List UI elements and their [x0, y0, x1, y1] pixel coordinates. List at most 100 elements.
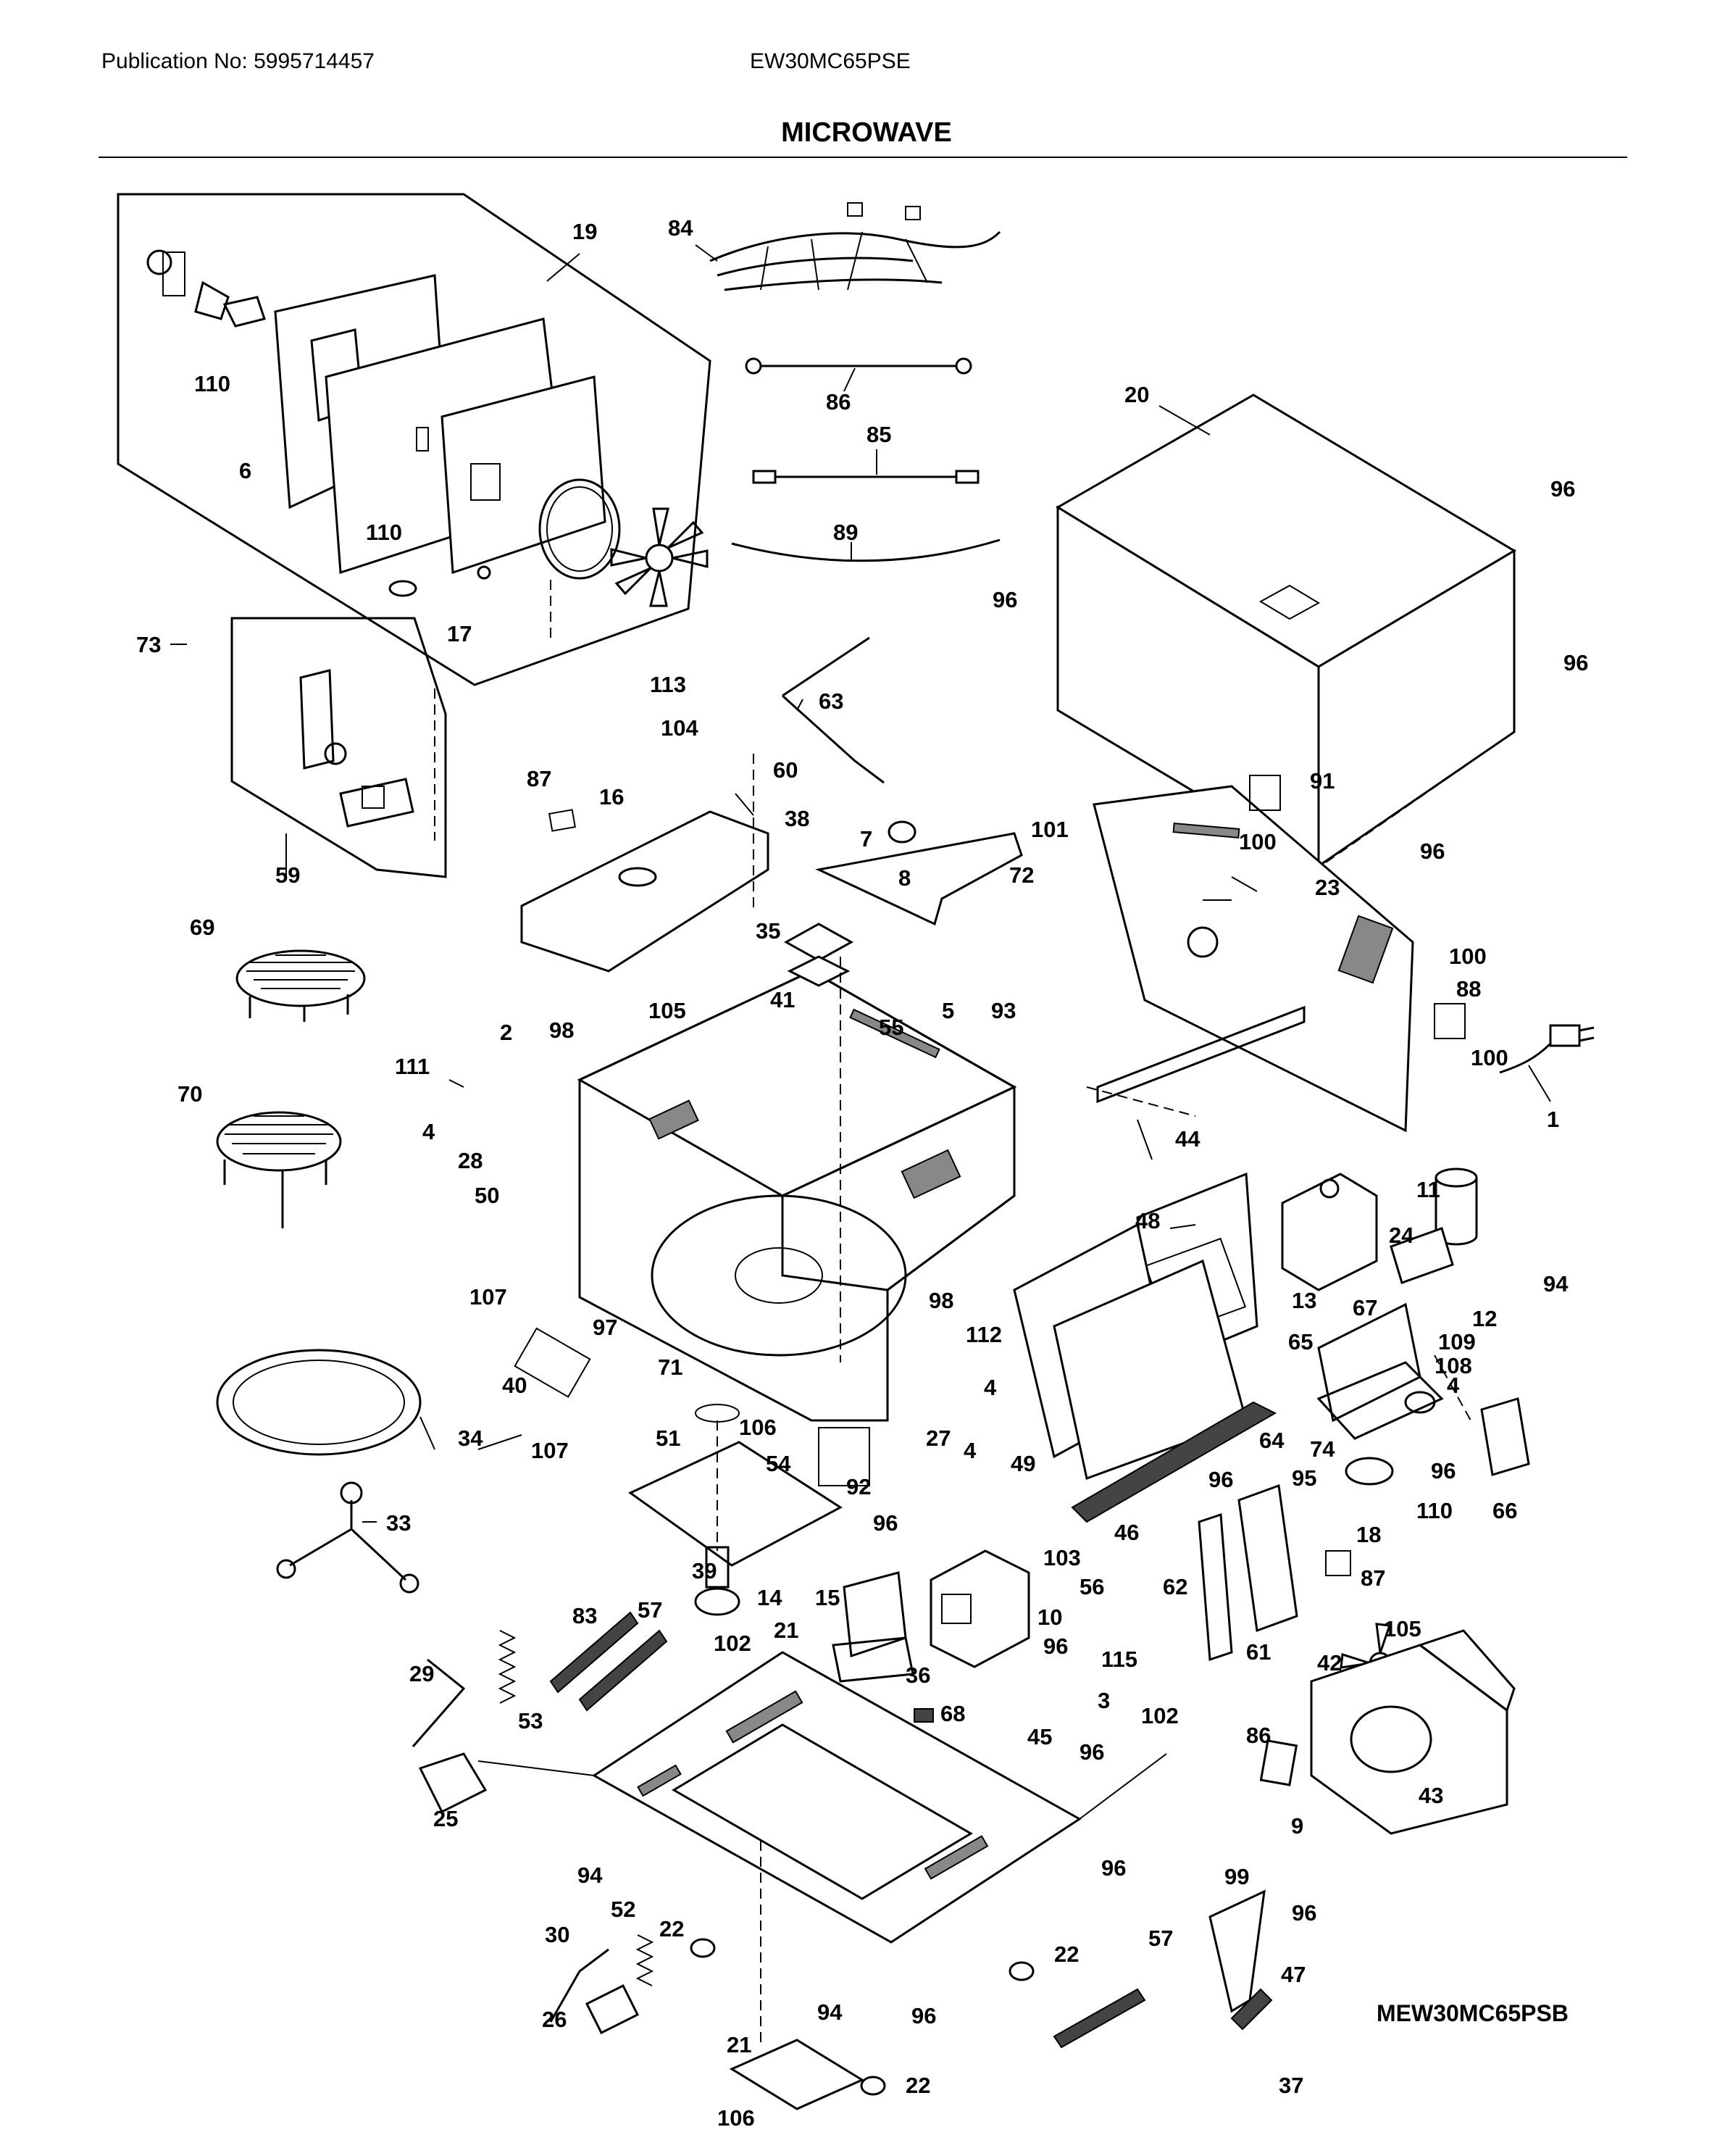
- label-87a: [548, 809, 576, 832]
- callout-99: 99: [1224, 1864, 1249, 1889]
- callout-59: 59: [275, 862, 300, 888]
- callout-103: 103: [1043, 1545, 1081, 1570]
- waveguide-cover-35: [783, 923, 854, 962]
- callout-25: 25: [433, 1806, 458, 1831]
- callout-96: 96: [1208, 1467, 1233, 1492]
- callout-86: 86: [1246, 1723, 1271, 1748]
- callout-56: 56: [1080, 1574, 1104, 1599]
- callout-39: 39: [692, 1558, 717, 1583]
- callout-70: 70: [178, 1081, 202, 1107]
- turntable-motor-18: [1345, 1457, 1394, 1486]
- callout-100: 100: [1449, 944, 1487, 969]
- callout-94: 94: [577, 1862, 603, 1888]
- callout-64: 64: [1259, 1428, 1285, 1453]
- leader-lines: [170, 244, 1551, 1523]
- callout-104: 104: [661, 715, 698, 741]
- callout-106: 106: [739, 1415, 777, 1440]
- callout-96: 96: [1563, 650, 1588, 675]
- callout-49: 49: [1011, 1451, 1035, 1476]
- callout-30: 30: [545, 1922, 569, 1947]
- callout-96: 96: [993, 587, 1017, 612]
- callout-96: 96: [911, 2003, 936, 2028]
- motor-plate-54: [628, 1441, 843, 1567]
- diagram-code: MEW30MC65PSB: [1377, 2000, 1569, 2026]
- callout-100: 100: [1471, 1045, 1508, 1070]
- callout-14: 14: [757, 1585, 782, 1610]
- callout-42: 42: [1317, 1650, 1342, 1676]
- callout-44: 44: [1175, 1126, 1200, 1152]
- label-87b: [1325, 1550, 1351, 1576]
- callout-95: 95: [1292, 1465, 1316, 1491]
- callout-97: 97: [593, 1315, 617, 1340]
- latch-30: [549, 1948, 609, 2023]
- motor-14: [694, 1587, 740, 1616]
- callout-69: 69: [190, 915, 214, 940]
- callout-4: 4: [984, 1375, 997, 1400]
- lamp-bulb-7: [888, 820, 916, 844]
- callout-91: 91: [1310, 768, 1335, 794]
- callout-1: 1: [1547, 1107, 1559, 1132]
- lead-wire-89: [731, 538, 1001, 562]
- assembly-lines: [434, 688, 1471, 2044]
- section-title: MICROWAVE: [781, 117, 952, 148]
- callout-18: 18: [1356, 1522, 1381, 1547]
- spring-53: [498, 1630, 517, 1704]
- callout-96: 96: [1043, 1633, 1068, 1659]
- callout-54: 54: [766, 1451, 791, 1476]
- bracket-44: [1096, 1005, 1306, 1104]
- callout-38: 38: [785, 806, 809, 831]
- wire-rack-70: [216, 1111, 342, 1228]
- part-9: [1259, 1739, 1298, 1786]
- callout-11: 11: [1416, 1177, 1440, 1202]
- callout-labels: 19 84 86 85 89 20 96 96 96 96 110 6 110 …: [136, 215, 1588, 2131]
- callout-92: 92: [846, 1474, 871, 1499]
- callout-112: 112: [966, 1322, 1002, 1347]
- callout-105: 105: [1384, 1616, 1421, 1641]
- callout-87: 87: [527, 766, 551, 791]
- callout-40: 40: [502, 1373, 527, 1398]
- callout-57: 57: [1148, 1926, 1173, 1951]
- foot-22c: [860, 2076, 886, 2096]
- callout-89: 89: [833, 520, 858, 545]
- callout-61: 61: [1246, 1639, 1271, 1665]
- callout-51: 51: [656, 1425, 680, 1451]
- bar-57a: [578, 1629, 668, 1712]
- callout-84: 84: [668, 215, 693, 241]
- shield-62: [1198, 1512, 1233, 1662]
- callout-28: 28: [458, 1148, 483, 1173]
- callout-102: 102: [714, 1631, 751, 1656]
- callout-110: 110: [194, 371, 230, 396]
- callout-115: 115: [1101, 1647, 1137, 1672]
- callout-20: 20: [1124, 382, 1149, 407]
- callout-86: 86: [826, 389, 851, 415]
- callout-98: 98: [549, 1017, 574, 1043]
- callout-94: 94: [1543, 1271, 1569, 1296]
- label-91: [1249, 775, 1281, 811]
- callout-94: 94: [817, 1999, 843, 2025]
- callout-96: 96: [1080, 1739, 1104, 1765]
- callout-21: 21: [774, 1618, 798, 1643]
- callout-26: 26: [542, 2007, 567, 2032]
- callout-96: 96: [1431, 1458, 1456, 1483]
- callout-60: 60: [773, 757, 798, 783]
- fan-bracket-67: [1316, 1302, 1444, 1440]
- choke-46: [1071, 1401, 1277, 1523]
- callout-10: 10: [1037, 1604, 1062, 1630]
- callout-65: 65: [1288, 1329, 1313, 1354]
- callout-33: 33: [386, 1510, 411, 1536]
- callout-107: 107: [531, 1438, 569, 1463]
- callout-96: 96: [1101, 1855, 1126, 1881]
- callout-27: 27: [926, 1425, 951, 1451]
- callout-21: 21: [727, 2032, 751, 2057]
- callout-47: 47: [1281, 1962, 1306, 1987]
- magnetron-13: [1281, 1173, 1378, 1291]
- bracket-36: [832, 1636, 914, 1683]
- callout-43: 43: [1419, 1783, 1443, 1808]
- callout-12: 12: [1472, 1306, 1497, 1331]
- foot-22a: [690, 1938, 716, 1958]
- callout-87: 87: [1361, 1565, 1385, 1591]
- callout-5: 5: [942, 998, 954, 1023]
- callout-68: 68: [940, 1701, 965, 1726]
- callout-73: 73: [136, 632, 161, 657]
- callout-37: 37: [1279, 2073, 1303, 2098]
